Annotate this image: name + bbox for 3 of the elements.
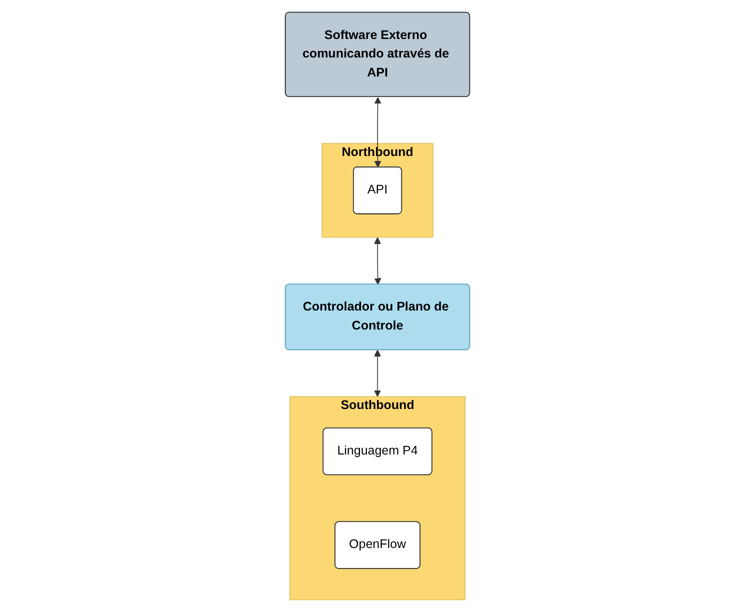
arrow <box>374 350 381 397</box>
arrow <box>374 237 382 285</box>
arrow <box>374 97 382 168</box>
